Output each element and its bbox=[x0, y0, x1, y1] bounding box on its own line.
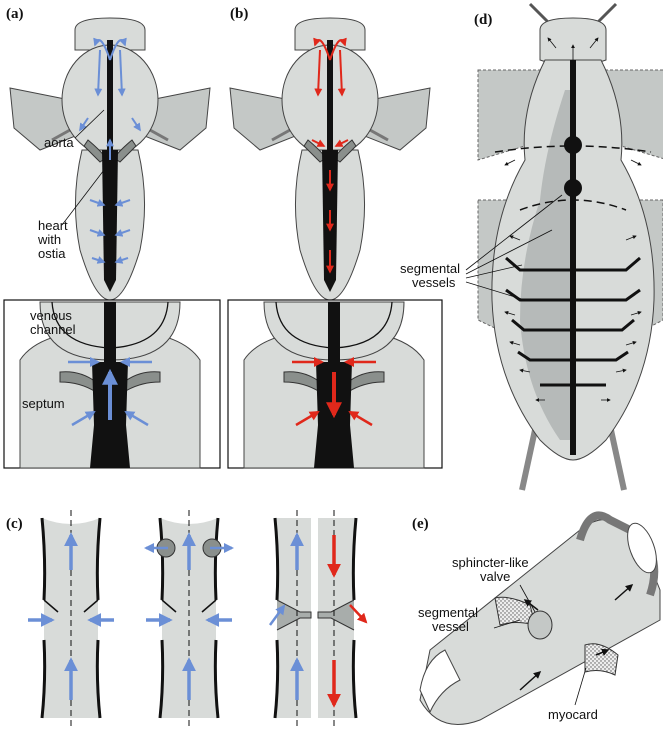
label-vessels: vessels bbox=[412, 275, 456, 290]
label-myocard: myocard bbox=[548, 707, 598, 722]
label-segmental-e: segmental bbox=[418, 605, 478, 620]
label-venous: venous bbox=[30, 308, 72, 323]
panel-label-e: (e) bbox=[412, 516, 429, 532]
insect-diagram-d bbox=[465, 2, 663, 491]
label-aorta: aorta bbox=[44, 135, 74, 150]
tube-2 bbox=[144, 510, 234, 726]
insect-diagram-b bbox=[229, 17, 431, 301]
label-heart: heart bbox=[38, 218, 68, 233]
label-sphincter-like: sphincter-like bbox=[452, 555, 529, 570]
panel-label-a: (a) bbox=[6, 6, 24, 22]
tube-3-pair bbox=[268, 510, 368, 726]
label-vessel-e: vessel bbox=[432, 619, 469, 634]
panel-label-c: (c) bbox=[6, 516, 23, 532]
label-segmental: segmental bbox=[400, 261, 460, 276]
head bbox=[74, 17, 146, 51]
inset-b bbox=[227, 299, 443, 469]
panel-label-b: (b) bbox=[230, 6, 249, 22]
tube-diagram-e bbox=[419, 511, 661, 725]
inset-a bbox=[3, 299, 221, 469]
heart bbox=[102, 150, 118, 292]
aorta bbox=[107, 40, 113, 150]
label-valve: valve bbox=[480, 569, 511, 584]
label-with: with bbox=[38, 232, 62, 247]
label-channel: channel bbox=[30, 322, 76, 337]
panel-label-d: (d) bbox=[474, 12, 493, 28]
label-septum: septum bbox=[22, 396, 65, 411]
label-ostia: ostia bbox=[38, 246, 66, 261]
insect-diagram-a bbox=[9, 17, 211, 301]
tube-1 bbox=[28, 510, 114, 726]
tube-diagrams-c bbox=[28, 510, 368, 726]
